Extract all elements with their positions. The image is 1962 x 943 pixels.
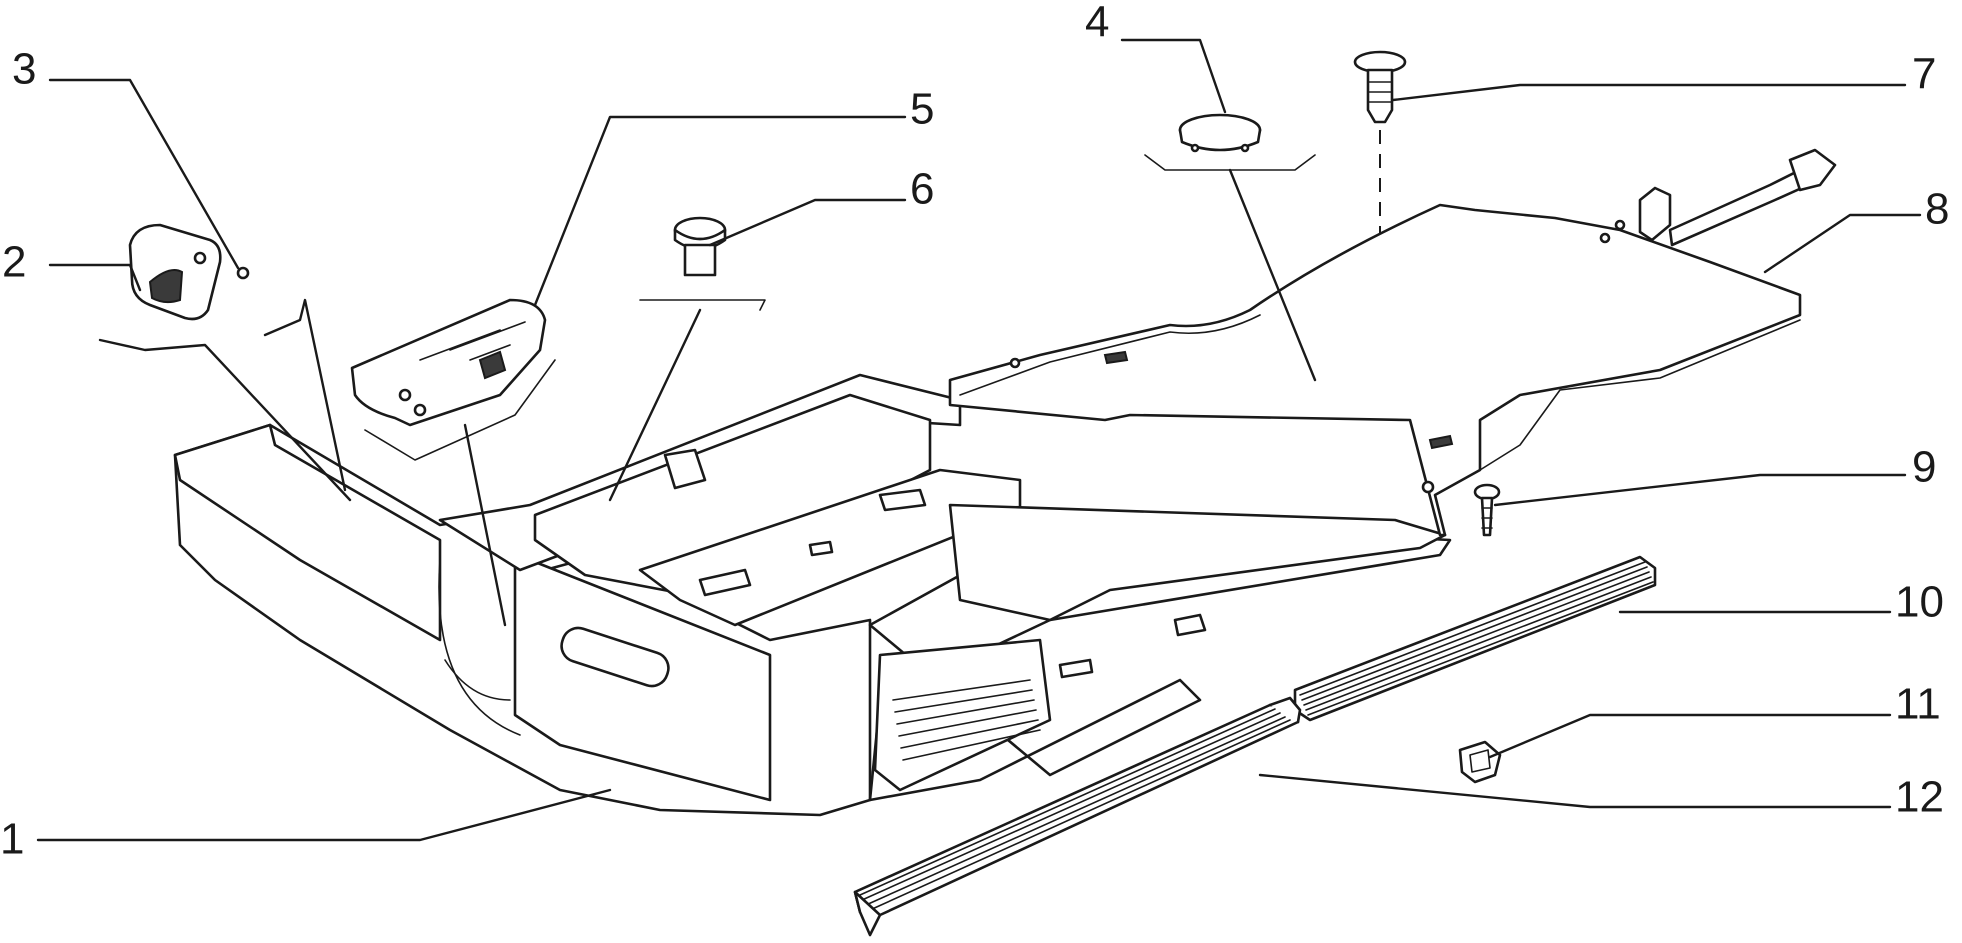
callout-3: 3 <box>12 45 36 94</box>
leader-6 <box>708 198 907 247</box>
part-5-bracket-line <box>364 359 556 461</box>
leader-8 <box>1763 213 1922 274</box>
callout-labels: 1 2 3 4 5 6 7 8 9 10 11 12 <box>0 0 1949 864</box>
part-5-support <box>350 298 547 427</box>
part-10-sill-strip <box>1293 555 1657 722</box>
leader-1-tray-b <box>263 298 347 492</box>
part-9-screw <box>1473 483 1501 537</box>
leader-3 <box>48 78 240 270</box>
callout-1: 1 <box>0 815 24 864</box>
footwell-ribs <box>892 679 1041 761</box>
leader-11 <box>1488 713 1892 759</box>
leader-5-tray <box>463 423 507 627</box>
leader-2 <box>48 263 142 292</box>
leader-4-tray <box>1228 168 1317 382</box>
part-6-bracket-line <box>639 299 766 311</box>
part-12-sill-strip <box>853 696 1302 937</box>
leader-1-tray-a <box>98 338 352 502</box>
leader-9 <box>1493 473 1907 507</box>
part-4-bracket-line <box>1144 154 1316 171</box>
part-6-screw <box>673 216 727 277</box>
part-11-clip <box>1458 740 1502 784</box>
callout-9: 9 <box>1912 443 1936 492</box>
callout-6: 6 <box>910 165 934 214</box>
part-4-cap <box>1178 113 1262 153</box>
leader-5 <box>533 115 907 307</box>
leader-7 <box>1391 83 1907 102</box>
callout-10: 10 <box>1895 578 1944 627</box>
callout-8: 8 <box>1925 185 1949 234</box>
part-3-ring <box>236 266 250 280</box>
leader-6-tray <box>608 308 702 502</box>
part-1-floor-tray <box>173 373 1452 817</box>
leader-lines <box>36 38 1922 842</box>
callout-11: 11 <box>1895 680 1941 729</box>
leader-1 <box>36 788 612 842</box>
leader-4 <box>1120 38 1227 114</box>
callout-7: 7 <box>1912 50 1936 99</box>
leader-12 <box>1258 773 1892 809</box>
callout-5: 5 <box>910 85 934 134</box>
callout-4: 4 <box>1085 0 1109 47</box>
part-7-pin <box>1353 50 1407 124</box>
part-8-floor-mat <box>948 148 1837 537</box>
callout-12: 12 <box>1895 773 1944 822</box>
callout-2: 2 <box>2 238 26 287</box>
part-2-bracket <box>128 223 222 321</box>
